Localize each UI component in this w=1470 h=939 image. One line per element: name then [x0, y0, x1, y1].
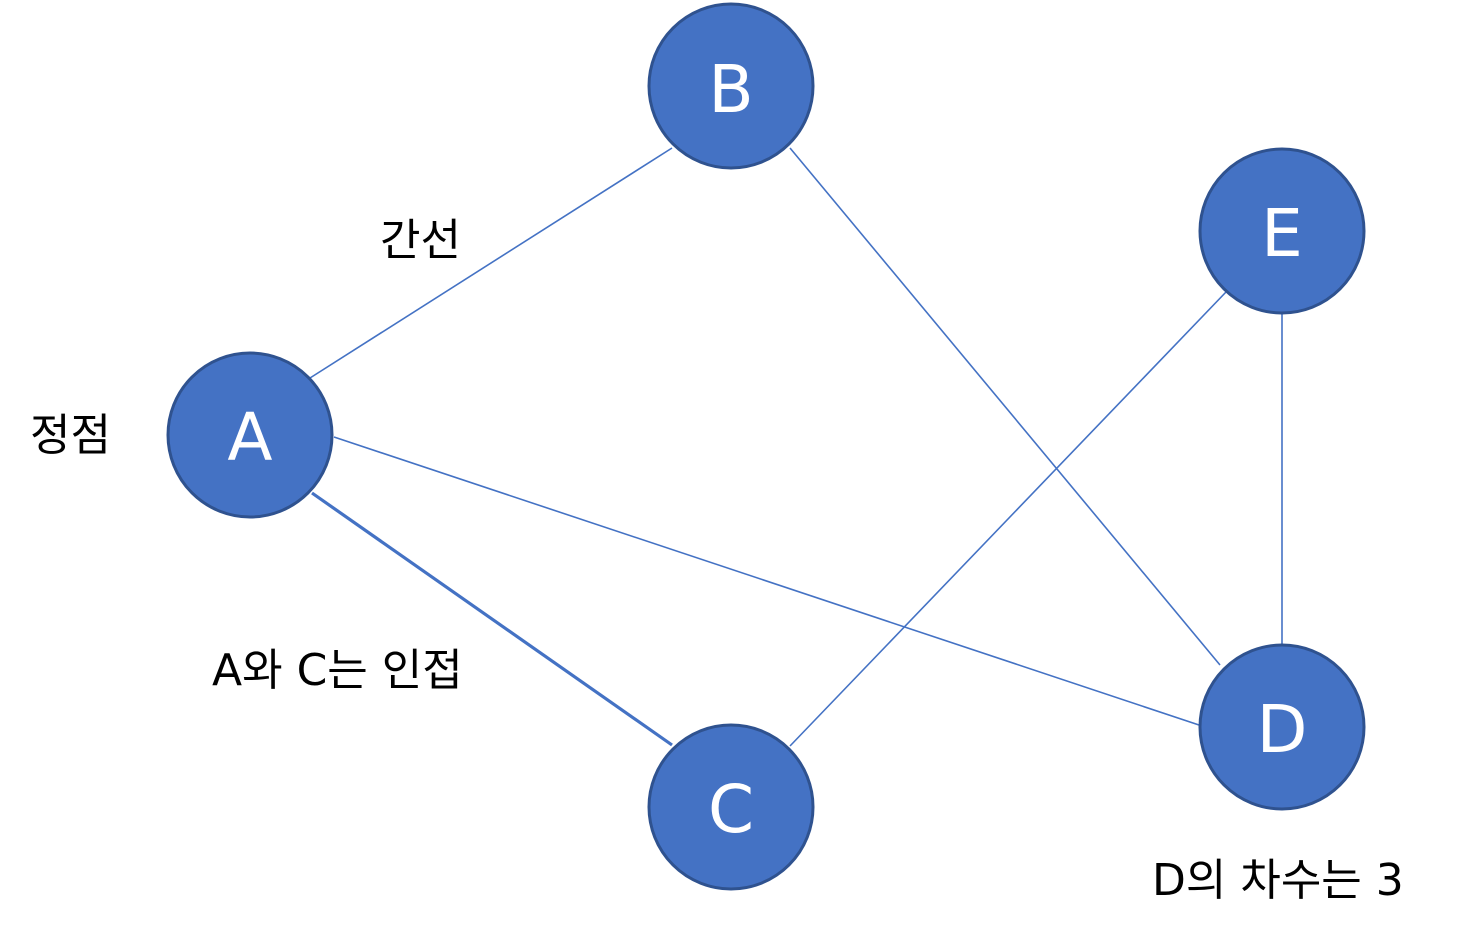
- degree-annotation: D의 차수는 3: [1152, 855, 1404, 906]
- node-c-label: C: [708, 771, 754, 848]
- edge-b-d: [789, 147, 1221, 666]
- edge-a-c: [311, 491, 673, 747]
- node-a-circle: [166, 351, 334, 519]
- node-c: C: [647, 723, 815, 891]
- node-e-circle: [1198, 147, 1366, 315]
- node-a: A: [166, 351, 334, 519]
- node-c-circle: [647, 723, 815, 891]
- node-b-circle: [647, 2, 815, 170]
- node-a-label: A: [227, 399, 272, 476]
- node-e-label: E: [1261, 195, 1303, 272]
- edge-a-d: [333, 436, 1203, 727]
- edges: [309, 147, 1283, 747]
- adjacent-annotation: A와 C는 인접: [212, 645, 463, 696]
- vertex-annotation: 정점: [30, 410, 111, 461]
- node-b: B: [647, 2, 815, 170]
- node-b-label: B: [708, 51, 753, 128]
- edge-annotation: 간선: [380, 215, 461, 266]
- node-d-label: D: [1257, 691, 1308, 768]
- edge-a-b: [309, 147, 673, 379]
- edge-c-e: [789, 291, 1227, 747]
- node-e: E: [1198, 147, 1366, 315]
- node-d: D: [1198, 643, 1366, 811]
- node-d-circle: [1198, 643, 1366, 811]
